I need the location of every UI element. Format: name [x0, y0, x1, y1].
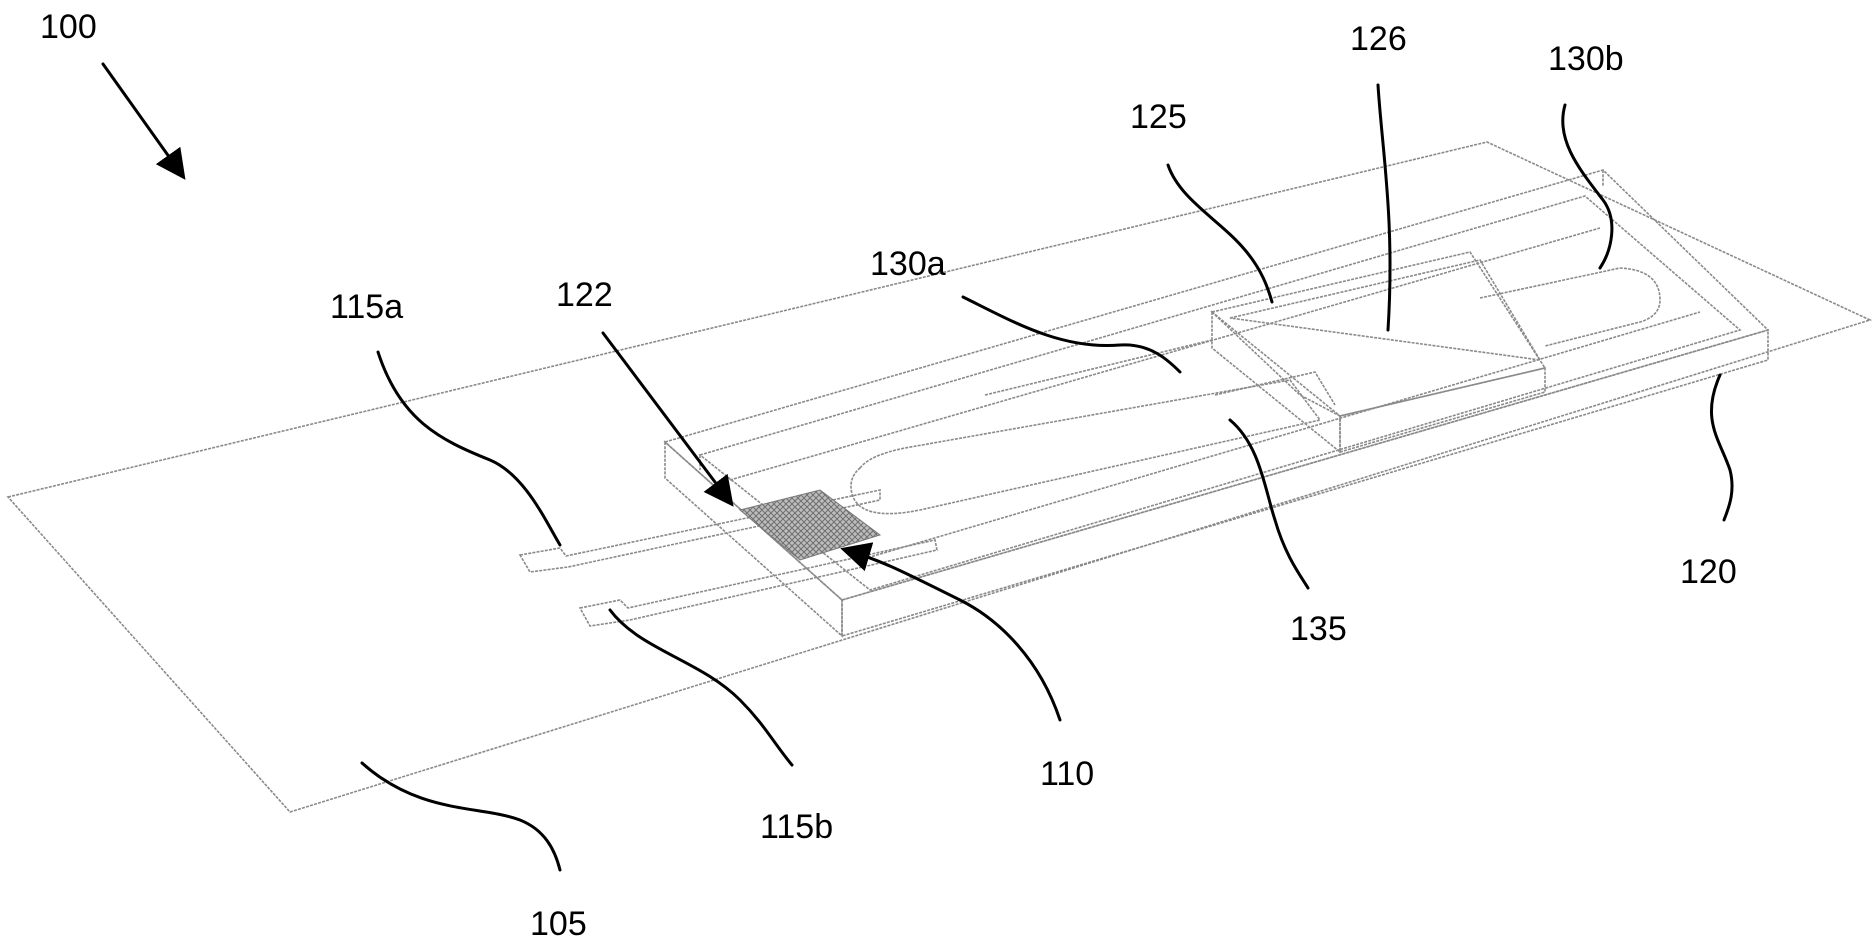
leader-line-115a [378, 352, 560, 545]
cover-plate [1212, 252, 1545, 452]
leader-line-135 [1230, 420, 1308, 588]
label-115b: 115b [760, 808, 833, 846]
leader-line-126 [1378, 85, 1390, 330]
leader-arrow-110 [846, 550, 1060, 720]
channel-rail [730, 228, 1600, 480]
label-125: 125 [1130, 98, 1187, 136]
leader-line-115b [610, 610, 792, 765]
label-130a: 130a [870, 245, 946, 283]
leader-arrow-122 [603, 333, 730, 502]
sensing-chamber-hatch [740, 490, 880, 560]
channel-130a-line [985, 340, 1212, 395]
label-122: 122 [556, 276, 613, 314]
leader-arrow-100 [103, 64, 182, 175]
label-130b: 130b [1548, 40, 1624, 78]
label-135: 135 [1290, 610, 1347, 648]
slot-130b [1480, 268, 1660, 346]
label-120: 120 [1680, 553, 1737, 591]
leader-line-130b [1563, 105, 1612, 268]
leader-line-105 [362, 763, 560, 870]
label-100: 100 [40, 8, 97, 46]
label-115a: 115a [330, 288, 403, 326]
leader-line-120 [1711, 375, 1732, 520]
label-105: 105 [530, 905, 587, 943]
label-110: 110 [1040, 755, 1094, 793]
electrode-115b [580, 540, 937, 626]
label-126: 126 [1350, 20, 1407, 58]
substrate-outline [8, 142, 1870, 812]
leader-line-130a [963, 297, 1180, 372]
